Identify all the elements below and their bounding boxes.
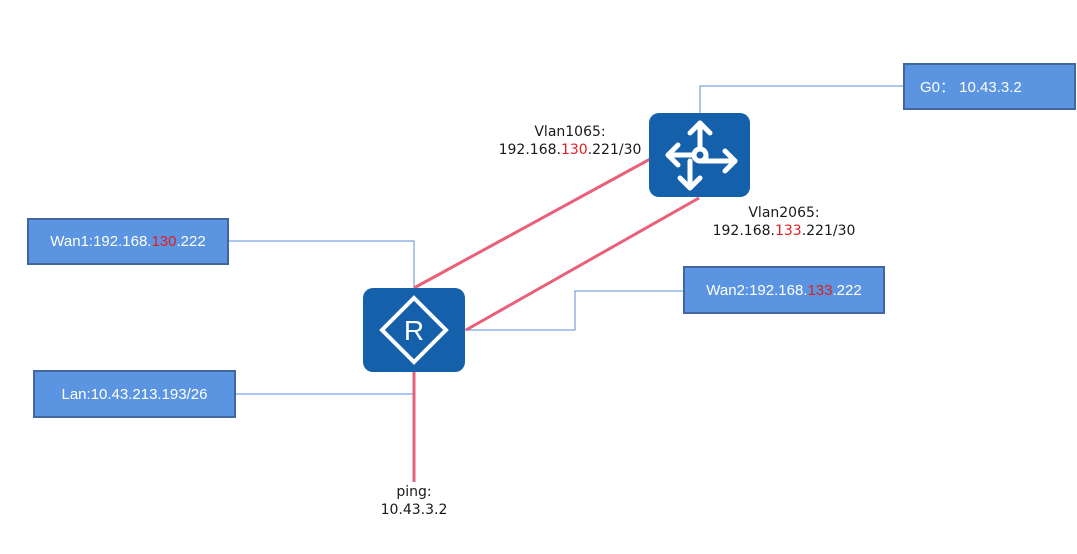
router[interactable]: R	[363, 288, 465, 372]
wan1-interface-box[interactable]: Wan1:192.168.130.222	[27, 218, 229, 265]
wan1-suffix: .222	[176, 233, 206, 250]
vlan1065-label: Vlan1065: 192.168.130.221/30	[480, 123, 660, 159]
core-switch[interactable]	[649, 113, 750, 197]
wan2-highlight: 133	[807, 281, 833, 299]
vlan2065-ip-highlight: 133	[774, 223, 802, 239]
wan2-interface-box[interactable]: Wan2:192.168.133.222	[683, 266, 885, 314]
wan1-prefix: Wan1:192.168.	[50, 233, 152, 250]
link-vlan2065	[465, 196, 700, 332]
vlan2065-ip-prefix: 192.168.	[712, 223, 775, 239]
link-router-wan1	[229, 240, 415, 288]
wan2-prefix: Wan2:192.168.	[706, 281, 808, 299]
layer3-switch-icon	[665, 120, 738, 191]
vlan1065-name: Vlan1065:	[534, 124, 606, 140]
g0-label: G0： 10.43.3.2	[920, 79, 1022, 96]
ping-target: 10.43.3.2	[380, 502, 448, 518]
vlan2065-name: Vlan2065:	[748, 205, 820, 221]
ping-title: ping:	[396, 484, 432, 500]
link-vlan1065	[413, 156, 653, 290]
vlan1065-ip-highlight: 130	[560, 142, 588, 158]
lan-interface-box[interactable]: Lan:10.43.213.193/26	[33, 370, 236, 418]
wan1-highlight: 130	[151, 233, 177, 250]
link-switch-g0	[699, 85, 904, 113]
vlan1065-ip-suffix: .221/30	[587, 142, 642, 158]
link-router-wan2	[465, 290, 684, 331]
router-glyph: R	[404, 315, 424, 346]
vlan1065-ip-prefix: 192.168.	[498, 142, 561, 158]
vlan1065-ip: 192.168.130.221/30	[480, 141, 660, 159]
router-icon	[379, 295, 449, 365]
g0-interface-box[interactable]: G0： 10.43.3.2	[903, 63, 1076, 110]
vlan2065-ip: 192.168.133.221/30	[694, 222, 874, 240]
ping-label: ping: 10.43.3.2	[354, 483, 474, 519]
vlan2065-ip-suffix: .221/30	[801, 223, 856, 239]
wan2-suffix: .222	[832, 281, 862, 299]
lan-label: Lan:10.43.213.193/26	[61, 385, 208, 403]
vlan2065-label: Vlan2065: 192.168.133.221/30	[694, 204, 874, 240]
